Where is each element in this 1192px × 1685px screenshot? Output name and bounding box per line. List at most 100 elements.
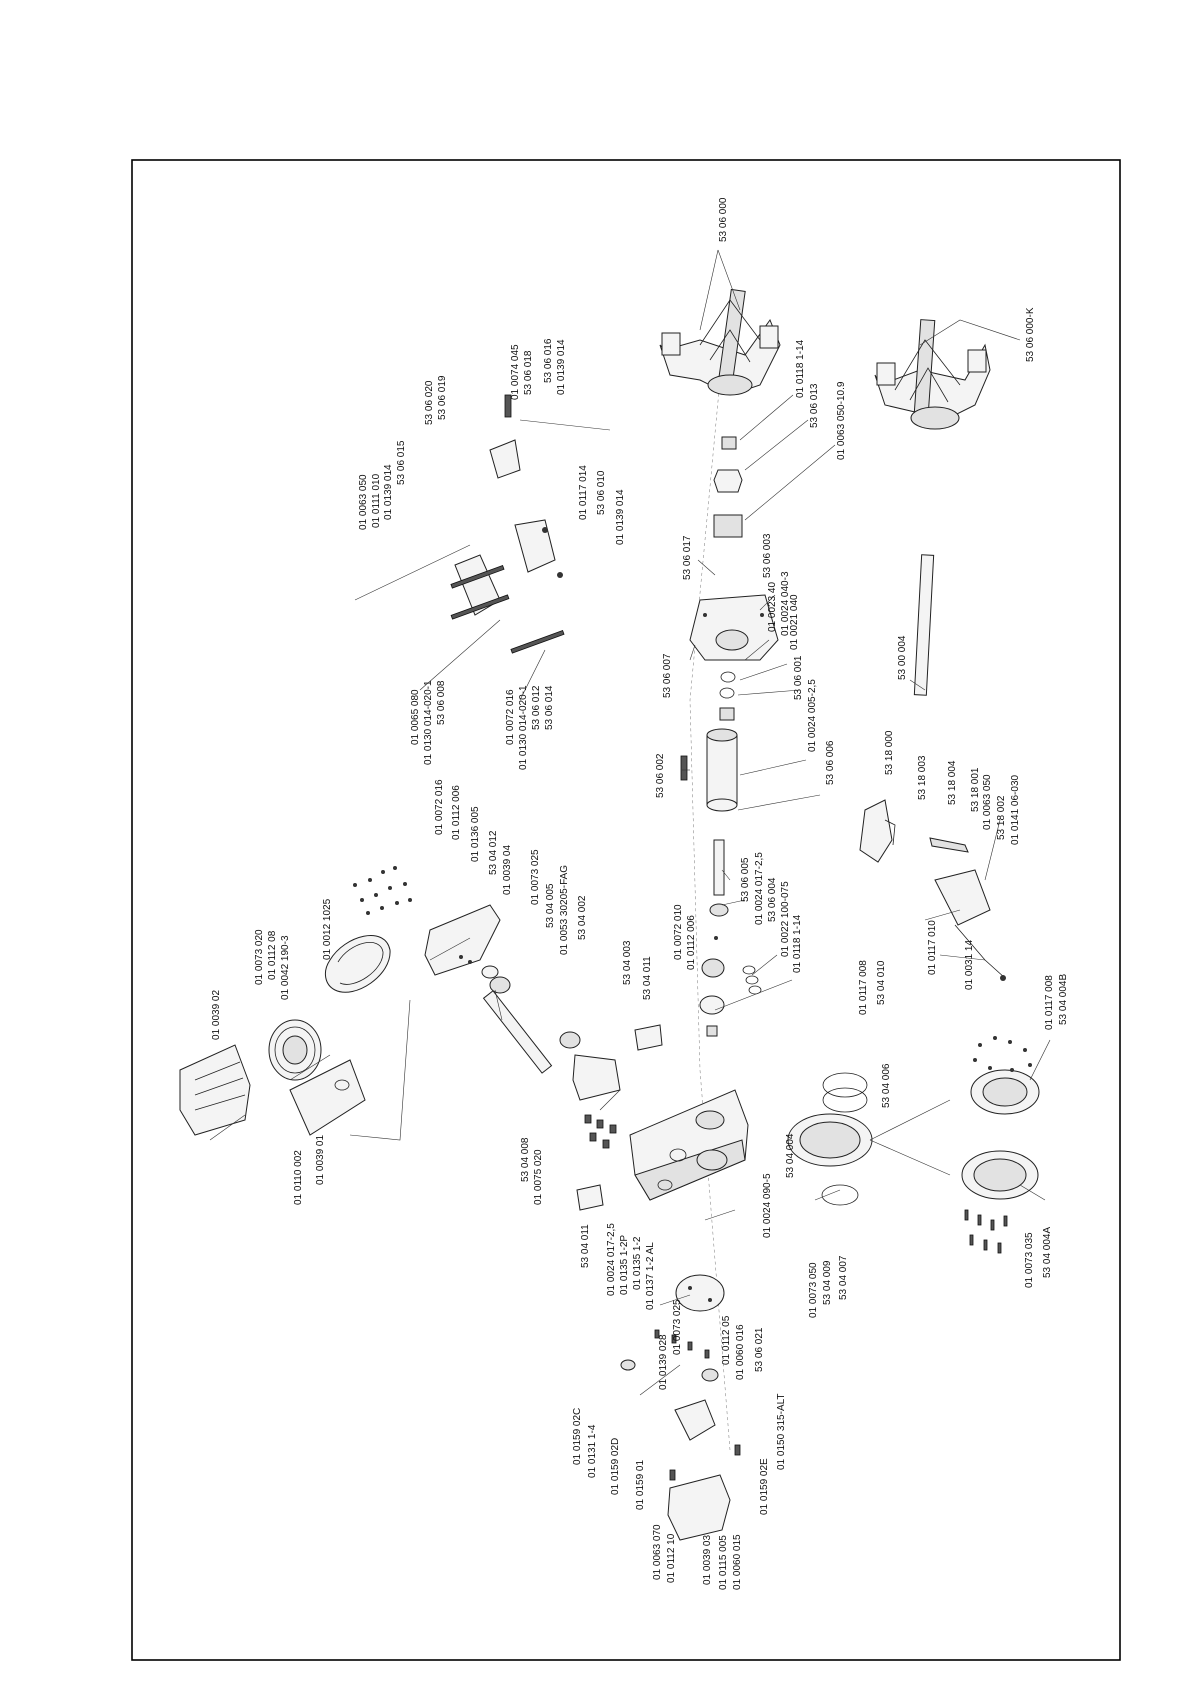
housing-icon: [689, 594, 779, 661]
plate-icon: [634, 1024, 663, 1051]
label-01-0024-017-2-5-upper: 01 0024 017-2,5: [754, 852, 765, 925]
label-53-18-001: 53 18 001: [970, 767, 981, 812]
handle-icon: [929, 837, 969, 853]
label-53-06-003: 53 06 003: [762, 533, 773, 578]
label-01-0060-016: 01 0060 016: [735, 1324, 746, 1380]
label-53-06-007: 53 06 007: [662, 653, 673, 698]
key-icon: [680, 755, 688, 781]
label-53-06-016: 53 06 016: [543, 338, 554, 383]
label-53-06-013: 53 06 013: [809, 383, 820, 428]
label-01-0139-014-a: 01 0139 014: [383, 464, 394, 520]
label-01-0115-005: 01 0115 005: [718, 1535, 729, 1590]
cylinder-icon: [706, 728, 738, 812]
cross-coupling-icon: [713, 469, 743, 493]
label-53-04-004b: 53 04 004B: [1058, 974, 1069, 1025]
label-01-0024-090-5: 01 0024 090-5: [762, 1173, 773, 1238]
label-53-18-004: 53 18 004: [947, 760, 958, 805]
v-belt-icon: [324, 935, 391, 993]
pulley-icon: [268, 1019, 322, 1081]
label-01-0130-014-020-1-a: 01 0130 014-020-1: [423, 680, 434, 765]
parts-artwork: [179, 288, 1040, 1541]
label-01-0063-050-lever: 01 0063 050: [982, 774, 993, 830]
label-01-0072-010: 01 0072 010: [673, 904, 684, 960]
label-53-06-017: 53 06 017: [682, 535, 693, 580]
label-53-04-007: 53 04 007: [838, 1255, 849, 1300]
label-01-0075-020: 01 0075 020: [533, 1149, 544, 1205]
label-01-0065-080: 01 0065 080: [410, 689, 421, 745]
label-53-06-018: 53 06 018: [523, 350, 534, 395]
label-01-0060-015: 01 0060 015: [732, 1534, 743, 1590]
label-53-06-001: 53 06 001: [793, 655, 804, 700]
label-01-0072-016-mid: 01 0072 016: [505, 689, 516, 745]
label-01-0024-040-3: 01 0024 040-3: [780, 571, 791, 636]
label-01-0024-017-2-5-lower: 01 0024 017-2,5: [606, 1223, 617, 1296]
label-53-06-019: 53 06 019: [437, 375, 448, 420]
cover-icon: [179, 1044, 251, 1136]
label-01-0141-06-030: 01 0141 06-030: [1010, 774, 1021, 845]
drive-shaft-icon: [482, 990, 553, 1074]
label-01-0139-028: 01 0139 028: [658, 1334, 669, 1390]
label-01-0139-014-c: 01 0139 014: [615, 489, 626, 545]
label-53-06-010: 53 06 010: [596, 470, 607, 515]
label-53-04-008: 53 04 008: [520, 1137, 531, 1182]
label-01-0053-30205-fag: 01 0053 30205-FAG: [559, 865, 570, 955]
bolt-row-icon: [964, 1209, 1008, 1254]
bolt-circle-icon: [973, 1036, 1032, 1072]
label-53-06-006: 53 06 006: [825, 740, 836, 785]
label-01-0117-010: 01 0117 010: [927, 920, 938, 975]
label-01-0118-1-14-top: 01 0118 1-14: [795, 339, 806, 398]
label-01-0073-025-belt: 01 0073 025: [530, 849, 541, 905]
label-01-0118-1-14-lower: 01 0118 1-14: [792, 914, 803, 973]
label-01-0039-01: 01 0039 01: [315, 1135, 326, 1185]
label-53-04-003: 53 04 003: [622, 940, 633, 985]
label-53-06-012: 53 06 012: [531, 685, 542, 730]
drawing-frame: [131, 159, 1121, 1661]
label-01-0063-070: 01 0063 070: [652, 1524, 663, 1580]
label-53-04-004a: 53 04 004A: [1042, 1227, 1053, 1278]
bracket-lever-icon: [934, 869, 991, 926]
label-01-0074-045: 01 0074 045: [510, 344, 521, 400]
label-01-0073-025-lower: 01 0073 025: [672, 1299, 683, 1355]
label-53-18-000: 53 18 000: [884, 730, 895, 775]
label-01-0136-005: 01 0136 005: [470, 806, 481, 862]
label-53-06-000-k: 53 06 000-K: [1025, 307, 1036, 362]
label-01-0012-1025: 01 0012 1025: [322, 898, 333, 960]
label-53-04-002: 53 04 002: [577, 895, 588, 940]
label-53-06-015: 53 06 015: [396, 440, 407, 485]
label-01-0073-050: 01 0073 050: [808, 1262, 819, 1318]
label-01-0021-040: 01 0021 040: [789, 594, 800, 650]
nut-icon: [721, 436, 737, 450]
label-53-04-009: 53 04 009: [822, 1260, 833, 1305]
label-01-0073-035: 01 0073 035: [1024, 1232, 1035, 1288]
belt-guard-icon: [424, 904, 501, 976]
label-01-0159-01: 01 0159 01: [635, 1460, 646, 1510]
label-01-0112-05: 01 0112 05: [721, 1315, 732, 1365]
label-01-0110-002: 01 0110 002: [293, 1150, 304, 1205]
label-01-0137-1-2-al: 01 0137 1-2 AL: [645, 1242, 656, 1310]
base-plate-icon: [289, 1059, 366, 1136]
shaft-icon: [713, 839, 725, 896]
label-01-0117-014: 01 0117 014: [578, 465, 589, 520]
label-53-06-005: 53 06 005: [740, 857, 751, 902]
label-01-0112-10: 01 0112 10: [666, 1533, 677, 1583]
label-53-04-004: 53 04 004: [785, 1133, 796, 1178]
leader-lines: [209, 249, 1051, 1396]
label-01-0024-005-2-5: 01 0024 005-2,5: [807, 679, 818, 752]
label-01-0159-02e: 01 0159 02E: [759, 1458, 770, 1515]
lever-assembly-icon: [859, 799, 893, 863]
label-53-04-011-upper: 53 04 011: [642, 956, 653, 1000]
label-01-0150-315-alt: 01 0150 315-ALT: [776, 1393, 787, 1470]
label-53-04-005: 53 04 005: [545, 883, 556, 928]
plate-lower-icon: [576, 1184, 604, 1211]
label-53-04-010: 53 04 010: [876, 960, 887, 1005]
label-01-0135-1-2: 01 0135 1-2: [632, 1236, 643, 1290]
slewing-ring-icon: [787, 1072, 873, 1206]
label-53-06-021: 53 06 021: [754, 1327, 765, 1372]
label-53-06-014: 53 06 014: [544, 685, 555, 730]
label-01-0063-050-upper: 01 0063 050: [358, 474, 369, 530]
label-01-0063-050-10-9: 01 0063 050-10.9: [836, 381, 847, 460]
tube-icon: [913, 554, 935, 696]
hub-flange-icon: [713, 514, 743, 538]
label-53-06-000: 53 06 000: [718, 197, 729, 242]
